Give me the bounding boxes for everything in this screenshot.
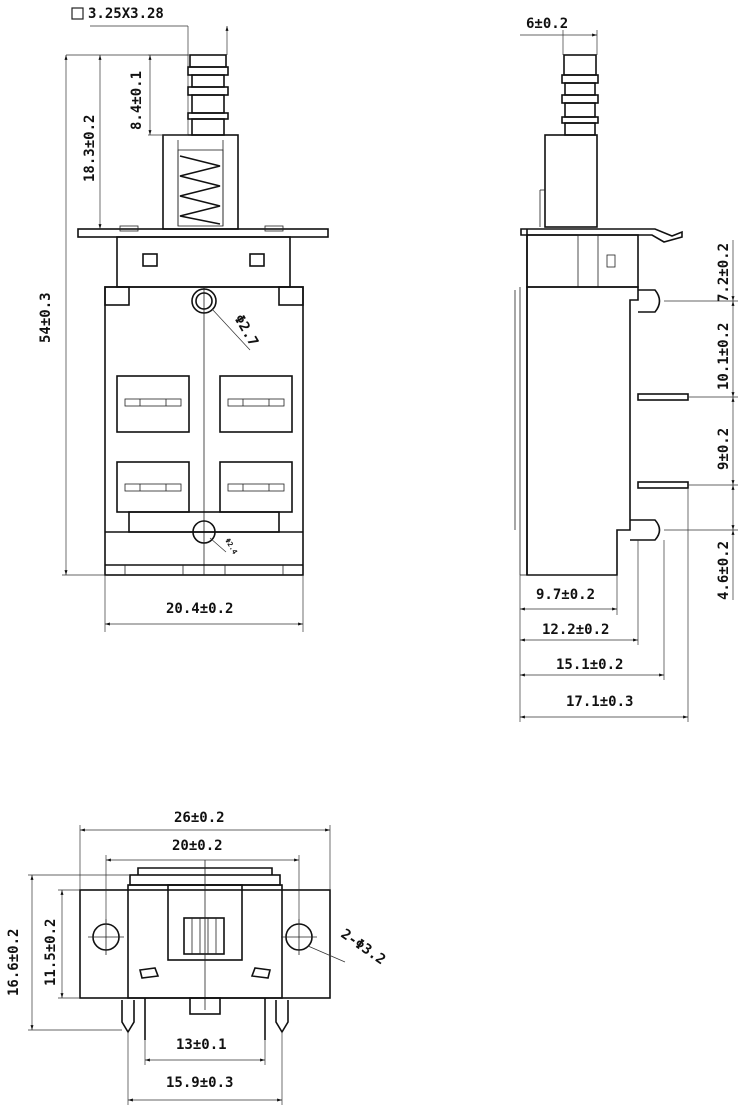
top-center-body	[139, 860, 271, 1015]
terminal-window	[219, 461, 293, 513]
overall-height-label: 16.6±0.2	[6, 929, 22, 996]
side-main-body	[514, 229, 639, 576]
square-section-icon	[71, 7, 84, 20]
flange-height-label: 11.5±0.2	[43, 919, 59, 986]
front-view: 3.25X3.28	[38, 6, 329, 632]
side-view: 6±0.2	[514, 16, 738, 722]
pin-section-label: 3.25X3.28	[88, 6, 164, 22]
plunger-length-label: 8.4±0.1	[129, 71, 145, 130]
depth-3-label: 15.1±0.2	[556, 657, 623, 673]
body-width-label: 20.4±0.2	[166, 601, 233, 617]
main-body	[104, 286, 304, 576]
terminal-window	[116, 461, 190, 513]
total-height-label: 54±0.3	[38, 292, 54, 343]
hole-spacing-label: 20±0.2	[172, 838, 223, 854]
pin-pitch-2-label: 9±0.2	[716, 428, 732, 470]
plunger	[187, 54, 229, 136]
pin-offset-4-label: 4.6±0.2	[716, 541, 732, 600]
side-pins	[630, 289, 689, 541]
spring-housing	[162, 134, 239, 230]
bottom-hole-label: Φ2.4	[223, 537, 238, 556]
terminal-window	[219, 375, 293, 433]
side-plunger	[561, 54, 599, 136]
depth-2-label: 12.2±0.2	[542, 622, 609, 638]
pin-outer-label: 15.9±0.3	[166, 1075, 233, 1091]
flange-width-label: 26±0.2	[174, 810, 225, 826]
top-hole	[191, 288, 217, 314]
depth-1-label: 9.7±0.2	[536, 587, 595, 603]
upper-body	[116, 236, 291, 288]
pin-pitch-1-label: 10.1±0.2	[716, 323, 732, 390]
top-view: 26±0.2 20±0.2 2-Φ3.2 11.5±0.2 16.6±0.2 1…	[6, 810, 388, 1105]
pin-spacing-label: 13±0.1	[176, 1037, 227, 1053]
top-hole-label: Φ2.7	[231, 312, 262, 349]
bottom-hole	[192, 520, 216, 544]
terminal-window	[116, 375, 190, 433]
mounting-flange	[77, 225, 329, 238]
depth-total-label: 17.1±0.3	[566, 694, 633, 710]
mount-holes-label: 2-Φ3.2	[338, 926, 389, 968]
upper-height-label: 18.3±0.2	[82, 115, 98, 182]
pin-offset-1-label: 7.2±0.2	[716, 243, 732, 302]
plunger-width-label: 6±0.2	[526, 16, 568, 32]
